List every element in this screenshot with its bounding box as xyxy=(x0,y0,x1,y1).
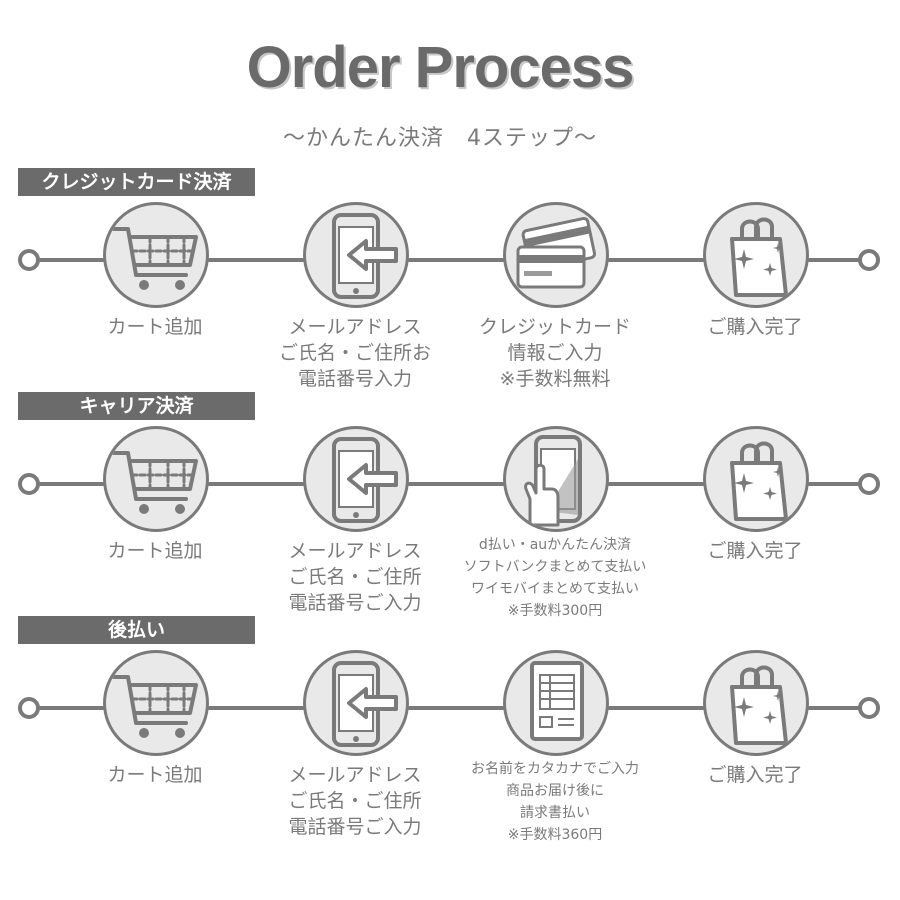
step-caption: d払い・auかんたん決済ソフトバンクまとめて支払いワイモバイまとめて支払い ※手数… xyxy=(455,534,655,622)
caption-line: メールアドレス xyxy=(288,316,422,338)
caption-line: 電話番号入力 xyxy=(297,368,412,390)
caption-line: ワイモバイまとめて支払い xyxy=(471,581,639,597)
caption-line: ※手数料無料 xyxy=(499,368,611,390)
caption-line: ご購入完了 xyxy=(707,316,803,338)
caption-line: ご氏名・ご住所お xyxy=(278,342,431,364)
step-icon-circle xyxy=(703,650,809,756)
timeline-end-dot xyxy=(858,473,880,495)
section-deferred-payment: 後払い カート追加 メールアドレスご氏名・ご住所電話番号ご入力 お名前をカタカナ… xyxy=(0,616,900,846)
caption-line: 商品お届け後に xyxy=(506,783,604,799)
step-caption: ご購入完了 xyxy=(655,314,855,340)
timeline-line xyxy=(30,258,870,262)
caption-line: ご氏名・ご住所 xyxy=(288,790,422,812)
step-icon-circle xyxy=(303,426,409,532)
step-caption: メールアドレスご氏名・ご住所お電話番号入力 xyxy=(255,314,455,392)
step-icon-circle xyxy=(503,650,609,756)
step-caption: カート追加 xyxy=(55,538,255,564)
caption-line: ご氏名・ご住所 xyxy=(288,566,422,588)
step-icon-circle xyxy=(103,650,209,756)
step-icon-circle xyxy=(103,202,209,308)
timeline-end-dot xyxy=(858,697,880,719)
caption-line: メールアドレス xyxy=(288,540,422,562)
caption-line: ※手数料300円 xyxy=(507,603,603,619)
caption-line: ご購入完了 xyxy=(707,764,803,786)
caption-line: ソフトバンクまとめて支払い xyxy=(463,559,647,575)
step-caption: お名前をカタカナでご入力商品お届け後に請求書払い ※手数料360円 xyxy=(455,758,655,846)
page-title: Order Process xyxy=(246,35,635,100)
step-caption: ご購入完了 xyxy=(655,762,855,788)
caption-line: メールアドレス xyxy=(288,764,422,786)
timeline-start-dot xyxy=(18,697,40,719)
section-label: クレジットカード決済 xyxy=(18,168,255,196)
step-icon-circle xyxy=(303,650,409,756)
caption-line: 電話番号ご入力 xyxy=(288,592,422,614)
caption-line: 請求書払い xyxy=(520,805,590,821)
section-label: 後払い xyxy=(18,616,255,644)
caption-line: お名前をカタカナでご入力 xyxy=(471,761,639,777)
timeline-start-dot xyxy=(18,473,40,495)
caption-line: クレジットカード xyxy=(478,316,631,338)
step-icon-circle xyxy=(503,426,609,532)
timeline-line xyxy=(30,482,870,486)
caption-line: ご購入完了 xyxy=(707,540,803,562)
step-caption: クレジットカード情報ご入力 ※手数料無料 xyxy=(455,314,655,392)
caption-line: d払い・auかんたん決済 xyxy=(478,537,632,553)
caption-line: 情報ご入力 xyxy=(507,342,603,364)
step-icon-circle xyxy=(703,202,809,308)
page-subtitle: 〜かんたん決済 4ステップ〜 xyxy=(283,126,597,151)
timeline-line xyxy=(30,706,870,710)
section-label: キャリア決済 xyxy=(18,392,255,420)
step-caption: メールアドレスご氏名・ご住所電話番号ご入力 xyxy=(255,762,455,840)
timeline-end-dot xyxy=(858,249,880,271)
step-caption: メールアドレスご氏名・ご住所電話番号ご入力 xyxy=(255,538,455,616)
caption-line: カート追加 xyxy=(107,540,203,562)
caption-line: 電話番号ご入力 xyxy=(288,816,422,838)
section-credit-card: クレジットカード決済 カート追加 メールアドレスご氏名・ご住所お電話番号入力 ク… xyxy=(0,168,900,398)
caption-line: ※手数料360円 xyxy=(507,827,603,843)
timeline-start-dot xyxy=(18,249,40,271)
step-icon-circle xyxy=(303,202,409,308)
step-caption: カート追加 xyxy=(55,762,255,788)
section-carrier-payment: キャリア決済 カート追加 メールアドレスご氏名・ご住所電話番号ご入力 d払い・a… xyxy=(0,392,900,622)
caption-line: カート追加 xyxy=(107,316,203,338)
step-icon-circle xyxy=(703,426,809,532)
step-caption: カート追加 xyxy=(55,314,255,340)
step-icon-circle xyxy=(103,426,209,532)
step-caption: ご購入完了 xyxy=(655,538,855,564)
caption-line: カート追加 xyxy=(107,764,203,786)
step-icon-circle xyxy=(503,202,609,308)
